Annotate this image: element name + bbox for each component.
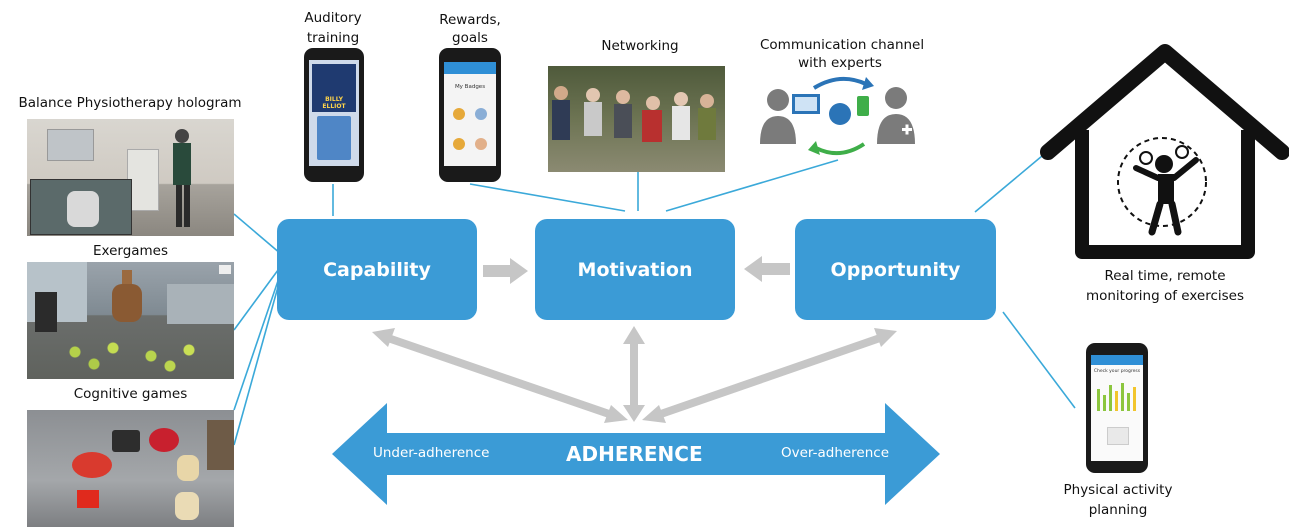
arrowhead-motivation xyxy=(623,326,645,344)
over-adherence-label: Over-adherence xyxy=(781,445,890,461)
connector-home xyxy=(974,155,1043,213)
auditory-label-line1: Auditory xyxy=(304,10,362,26)
arrowhead-capability xyxy=(372,328,395,347)
activity-planning-phone: Check your progress xyxy=(1086,343,1148,473)
adherence-label: ADHERENCE xyxy=(566,442,703,466)
cognitive-games-photo xyxy=(27,410,234,527)
connector-exergames xyxy=(233,265,282,331)
adherence-arrow xyxy=(332,403,940,505)
connector-cognitive-1 xyxy=(233,271,282,411)
arrowhead-adherence-left xyxy=(604,405,628,423)
rewards-label-line1: Rewards, xyxy=(439,12,501,28)
capability-box: Capability xyxy=(277,219,477,320)
arrowhead-adherence-right xyxy=(642,405,666,423)
cognitive-label: Cognitive games xyxy=(73,386,188,402)
badges-title: My Badges xyxy=(454,84,486,90)
monitoring-label-line2: monitoring of exercises xyxy=(1085,288,1245,304)
connector-communication xyxy=(665,159,839,212)
networking-photo xyxy=(548,66,725,172)
connector-rewards xyxy=(469,183,626,212)
arrow-capability-to-motivation xyxy=(483,258,528,284)
connector-cognitive-2 xyxy=(233,275,282,446)
planning-label-line2: planning xyxy=(1088,502,1148,518)
auditory-label-line2: training xyxy=(306,30,360,46)
auditory-training-phone: BILLY ELLIOT xyxy=(304,48,364,182)
communication-label-line1: Communication channel xyxy=(760,37,925,53)
progress-title: Check your progress xyxy=(1093,369,1141,374)
arrowhead-opportunity xyxy=(874,328,897,347)
rewards-label-line2: goals xyxy=(452,30,488,46)
networking-label: Networking xyxy=(601,38,679,54)
communication-icon xyxy=(760,76,915,156)
arrow-opportunity-to-motivation xyxy=(744,256,790,282)
arrowhead-adherence-mid xyxy=(623,405,645,422)
communication-label-line2: with experts xyxy=(798,55,882,71)
motivation-box: Motivation xyxy=(535,219,735,320)
connector-balance xyxy=(233,213,282,255)
exergames-label: Exergames xyxy=(92,243,169,259)
opportunity-box: Opportunity xyxy=(795,219,996,320)
planning-label-line1: Physical activity xyxy=(1063,482,1173,498)
movie-caption: BILLY ELLIOT xyxy=(322,96,346,110)
connector-planning xyxy=(1002,311,1076,409)
rewards-phone: My Badges xyxy=(439,48,501,182)
monitoring-label-line1: Real time, remote xyxy=(1104,268,1226,284)
balance-label: Balance Physiotherapy hologram xyxy=(18,95,242,111)
under-adherence-label: Under-adherence xyxy=(373,445,490,461)
balance-hologram-photo xyxy=(27,119,234,236)
home-monitoring-icon xyxy=(1040,44,1289,259)
exergames-photo xyxy=(27,262,234,379)
